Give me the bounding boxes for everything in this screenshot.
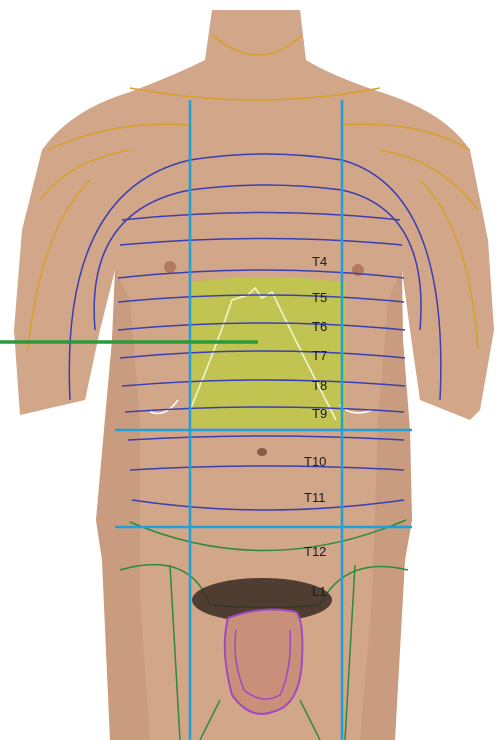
label-t6: T6: [312, 319, 327, 334]
label-t5: T5: [312, 290, 327, 305]
label-t7: T7: [312, 348, 327, 363]
label-t9: T9: [312, 406, 327, 421]
left-nipple: [164, 261, 176, 273]
label-t8: T8: [312, 378, 327, 393]
label-l1: L1: [312, 584, 326, 599]
label-t4: T4: [312, 254, 327, 269]
label-t10: T10: [304, 454, 326, 469]
umbilicus: [257, 448, 267, 456]
label-t12: T12: [304, 544, 326, 559]
label-t11: T11: [304, 490, 325, 505]
